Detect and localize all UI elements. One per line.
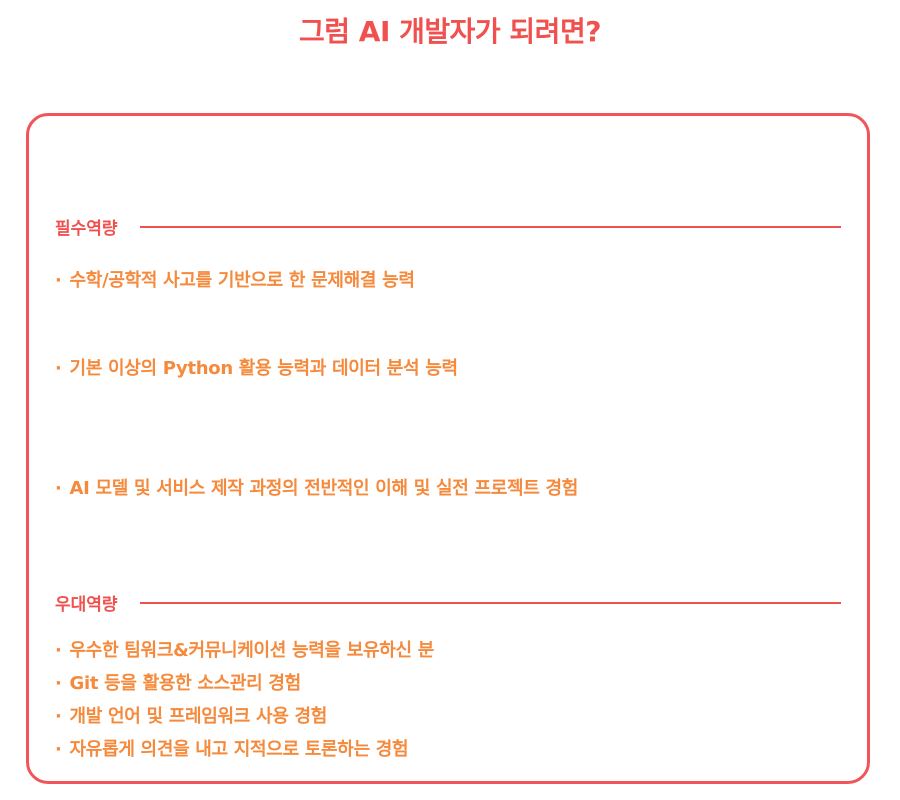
bullet-icon: · [55, 640, 62, 661]
requirements-card: 필수역량 · 수학/공학적 사고를 기반으로 한 문제해결 능력 · 기본 이상의 … [26, 113, 870, 784]
bullet-icon: · [55, 270, 62, 291]
preferred-item-text: Git 등을 활용한 소스관리 경험 [69, 673, 302, 694]
preferred-item: · Git 등을 활용한 소스관리 경험 [55, 669, 301, 695]
required-section-header: 필수역량 [55, 214, 841, 239]
preferred-item: · 우수한 팀워크&커뮤니케이션 능력을 보유하신 분 [55, 636, 434, 662]
bullet-icon: · [55, 706, 62, 727]
preferred-item: · 자유롭게 의견을 내고 지적으로 토론하는 경험 [55, 735, 409, 761]
required-item: · AI 모델 및 서비스 제작 과정의 전반적인 이해 및 실전 프로젝트 경험 [55, 474, 578, 500]
preferred-item: · 개발 언어 및 프레임워크 사용 경험 [55, 702, 327, 728]
preferred-item-text: 우수한 팀워크&커뮤니케이션 능력을 보유하신 분 [69, 640, 435, 661]
required-heading: 필수역량 [55, 219, 118, 239]
preferred-section-header: 우대역량 [55, 590, 841, 615]
required-divider [139, 225, 841, 228]
required-item: · 수학/공학적 사고를 기반으로 한 문제해결 능력 [55, 266, 415, 292]
required-item-text: 기본 이상의 Python 활용 능력과 데이터 분석 능력 [69, 358, 459, 379]
preferred-item-text: 개발 언어 및 프레임워크 사용 경험 [69, 706, 328, 727]
required-item-text: AI 모델 및 서비스 제작 과정의 전반적인 이해 및 실전 프로젝트 경험 [69, 478, 579, 499]
bullet-icon: · [55, 358, 62, 379]
required-item: · 기본 이상의 Python 활용 능력과 데이터 분석 능력 [55, 354, 458, 380]
preferred-item-text: 자유롭게 의견을 내고 지적으로 토론하는 경험 [69, 739, 409, 760]
bullet-icon: · [55, 673, 62, 694]
bullet-icon: · [55, 739, 62, 760]
preferred-divider [139, 601, 841, 604]
preferred-heading: 우대역량 [55, 595, 118, 615]
bullet-icon: · [55, 478, 62, 499]
required-item-text: 수학/공학적 사고를 기반으로 한 문제해결 능력 [69, 270, 415, 291]
page-title: 그럼 AI 개발자가 되려면? [299, 15, 601, 48]
